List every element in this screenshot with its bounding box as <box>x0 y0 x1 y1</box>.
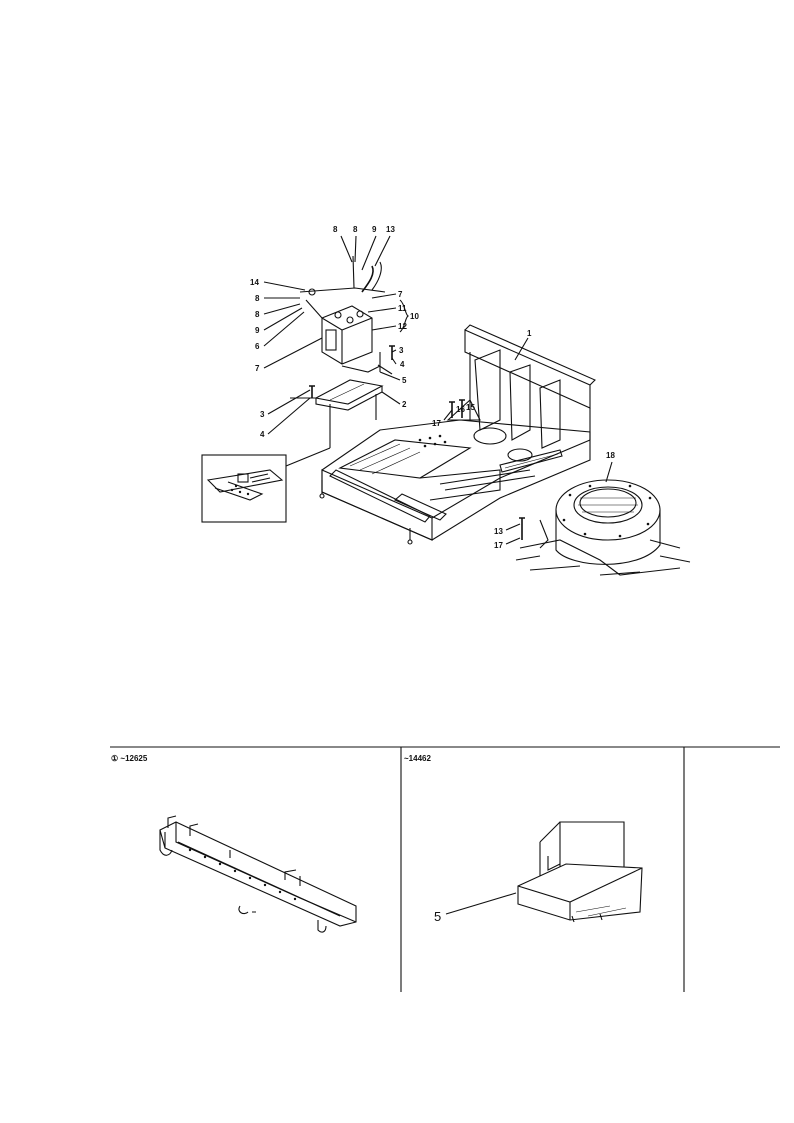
callout-8: 8 <box>353 225 358 234</box>
callout-3: 3 <box>260 410 265 419</box>
callout-leader-lines <box>263 235 613 545</box>
callout-1: 1 <box>527 329 532 338</box>
callout-8: 8 <box>255 294 260 303</box>
panel-serial-14462: ~14462 5 <box>404 754 643 924</box>
swing-bearing <box>555 479 661 565</box>
callout-5: 5 <box>402 376 407 385</box>
callout-16: 16 <box>456 405 465 414</box>
panel-label-14462: ~14462 <box>404 754 431 763</box>
projection-lines <box>290 352 381 448</box>
callout-5: 5 <box>434 909 441 924</box>
counterweight-beam-drawing <box>159 815 357 933</box>
callout-4: 4 <box>400 360 405 369</box>
callout-12: 12 <box>398 322 407 331</box>
callout-7: 7 <box>398 290 403 299</box>
panel-label-12625: ① ~12625 <box>111 754 148 763</box>
callout-2: 2 <box>402 400 407 409</box>
undercarriage-sketch <box>515 517 691 576</box>
callout-13: 13 <box>494 527 503 536</box>
callout-9: 9 <box>255 326 260 335</box>
callout-numbers: 8 8 9 13 14 8 8 9 6 7 7 11 10 12 3 4 5 2… <box>250 225 615 550</box>
callout-8: 8 <box>255 310 260 319</box>
main-assembly-drawing: 8 8 9 13 14 8 8 9 6 7 7 11 10 12 3 4 5 2… <box>201 225 691 576</box>
battery-clamp-and-cable <box>299 255 386 319</box>
battery-tray <box>314 364 393 411</box>
callout-6: 6 <box>255 342 260 351</box>
callout-7: 7 <box>255 364 260 373</box>
callout-17: 17 <box>432 419 441 428</box>
hardware-bolts <box>309 345 465 418</box>
callout-9: 9 <box>372 225 377 234</box>
callout-17: 17 <box>494 541 503 550</box>
callout-4: 4 <box>260 430 265 439</box>
variant-panels: ① ~12625 ~14462 <box>110 746 780 992</box>
inset-detail-view <box>201 447 331 523</box>
callout-11: 11 <box>398 304 407 313</box>
callout-18: 18 <box>606 451 615 460</box>
callout-3: 3 <box>399 346 404 355</box>
callout-15: 15 <box>466 403 475 412</box>
battery-tray-variant-drawing <box>517 821 643 923</box>
callout-10: 10 <box>410 312 419 321</box>
callout-14: 14 <box>250 278 259 287</box>
battery <box>321 305 373 365</box>
callout-13: 13 <box>386 225 395 234</box>
callout-8: 8 <box>333 225 338 234</box>
panel-serial-12625: ① ~12625 <box>111 754 357 933</box>
revolving-frame <box>319 324 596 545</box>
